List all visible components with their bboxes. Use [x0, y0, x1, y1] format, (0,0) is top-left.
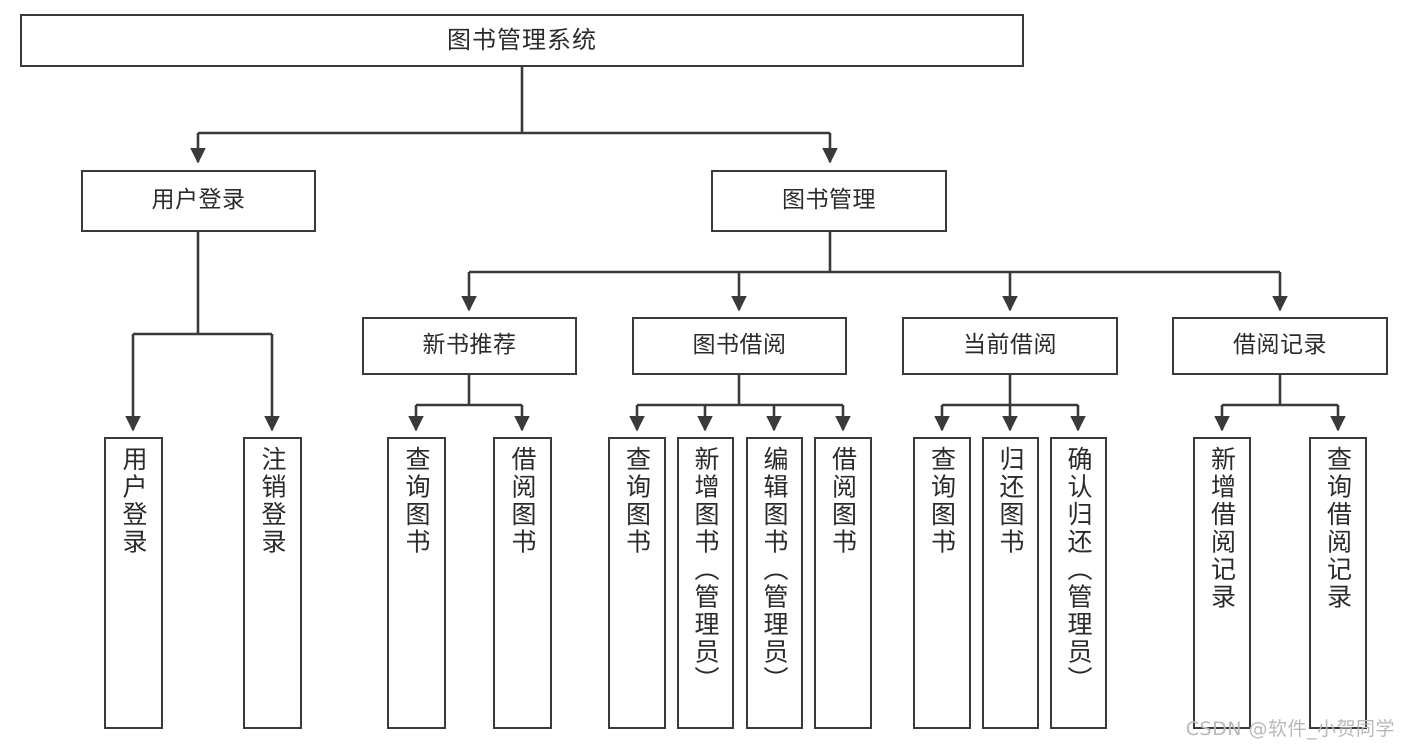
node-label: 图书管理系统	[447, 26, 597, 55]
leaf-edit-book-admin[interactable]: 编辑图书（管理员）	[746, 437, 803, 729]
node-label: 新增图书（管理员）	[691, 446, 720, 694]
leaf-borrow-book[interactable]: 借阅图书	[814, 437, 872, 729]
node-label: 用户登录	[151, 187, 246, 214]
node-label: 借阅记录	[1233, 332, 1327, 359]
leaf-query-borrow-record[interactable]: 查询借阅记录	[1309, 437, 1367, 729]
node-borrow-record[interactable]: 借阅记录	[1172, 317, 1388, 375]
node-label: 图书借阅	[692, 332, 787, 359]
leaf-add-book-admin[interactable]: 新增图书（管理员）	[677, 437, 734, 729]
node-root-system[interactable]: 图书管理系统	[20, 14, 1024, 67]
node-label: 查询图书	[927, 446, 957, 556]
node-label: 新书推荐	[422, 332, 517, 359]
node-book-management[interactable]: 图书管理	[711, 170, 947, 232]
leaf-confirm-return-admin[interactable]: 确认归还（管理员）	[1050, 437, 1107, 729]
leaf-return-book[interactable]: 归还图书	[982, 437, 1039, 729]
node-label: 注销登录	[258, 446, 287, 556]
node-label: 归还图书	[996, 446, 1025, 556]
node-label: 查询图书	[402, 446, 431, 556]
node-label: 用户登录	[119, 446, 148, 556]
node-book-borrow[interactable]: 图书借阅	[632, 317, 847, 375]
leaf-borrow-book-new[interactable]: 借阅图书	[493, 437, 552, 729]
node-label: 编辑图书（管理员）	[760, 446, 789, 694]
node-label: 图书管理	[782, 187, 876, 214]
leaf-user-login[interactable]: 用户登录	[104, 437, 163, 729]
leaf-logout[interactable]: 注销登录	[243, 437, 302, 729]
node-label: 借阅图书	[508, 446, 537, 556]
node-current-borrow[interactable]: 当前借阅	[902, 317, 1118, 375]
leaf-add-borrow-record[interactable]: 新增借阅记录	[1193, 437, 1251, 729]
leaf-query-book-borrow[interactable]: 查询图书	[608, 437, 666, 729]
node-label: 查询图书	[622, 446, 652, 556]
node-label: 新增借阅记录	[1207, 446, 1237, 611]
leaf-query-book-new[interactable]: 查询图书	[387, 437, 446, 729]
watermark: CSDN @软件_小贺同学	[1185, 718, 1395, 740]
node-new-book-recommend[interactable]: 新书推荐	[362, 317, 577, 375]
node-label: 借阅图书	[828, 446, 858, 556]
node-label: 当前借阅	[963, 332, 1057, 359]
node-label: 确认归还（管理员）	[1064, 446, 1093, 694]
node-label: 查询借阅记录	[1323, 446, 1353, 611]
node-user-login[interactable]: 用户登录	[81, 170, 316, 232]
leaf-query-book-current[interactable]: 查询图书	[913, 437, 971, 729]
